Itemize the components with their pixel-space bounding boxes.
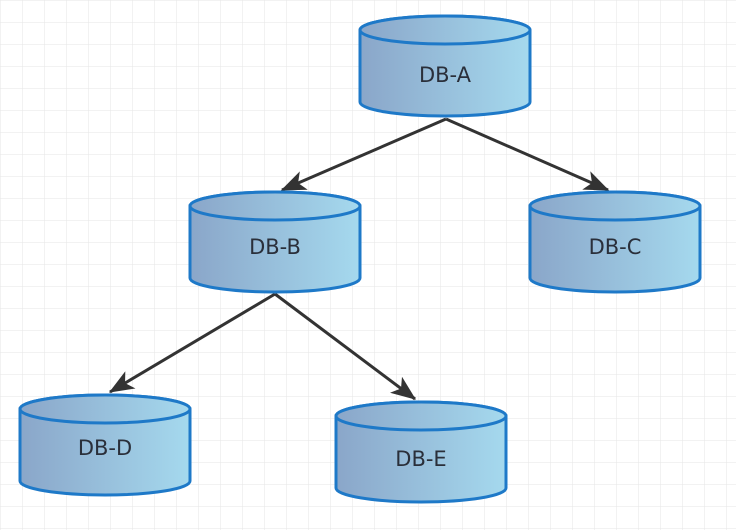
edge-b-e[interactable] [274,292,416,401]
cylinder-top-db-e [334,400,508,432]
cylinder-top-db-b [188,190,362,222]
label-db-c: DB-C [589,235,642,259]
label-db-a: DB-A [419,63,472,87]
node-db-d[interactable]: DB-D [18,393,192,497]
label-db-b: DB-B [249,235,301,259]
edge-a-c[interactable] [445,117,610,192]
edge-b-d[interactable] [108,292,276,394]
cylinder-top-db-c [528,190,702,222]
cylinder-top-db-a [358,14,532,46]
edge-layer [108,117,610,401]
label-db-e: DB-E [395,447,446,471]
node-db-c[interactable]: DB-C [528,190,702,294]
edge-a-b[interactable] [280,117,447,192]
node-db-e[interactable]: DB-E [334,400,508,504]
node-db-a[interactable]: DB-A [358,14,532,118]
cylinder-top-db-d [18,393,192,425]
label-db-d: DB-D [78,436,132,460]
node-db-b[interactable]: DB-B [188,190,362,294]
